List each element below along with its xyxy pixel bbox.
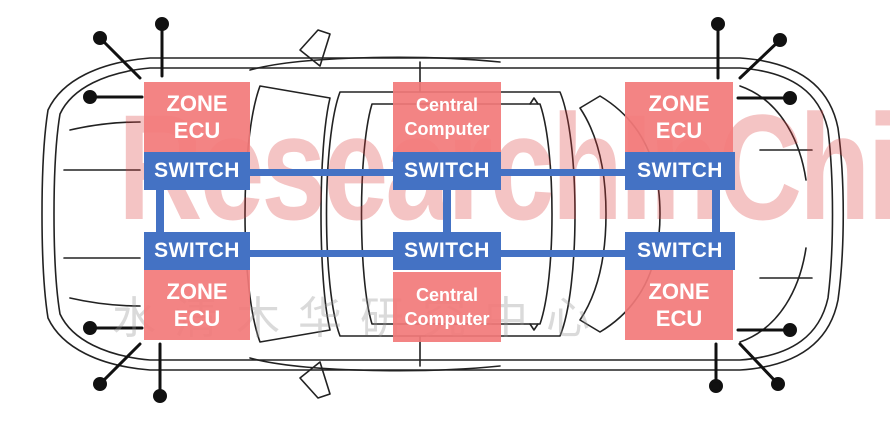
central-computer-top: Central Computer	[393, 82, 501, 152]
link-center-vertical	[443, 190, 451, 232]
switch-top-center: SWITCH	[393, 152, 501, 190]
switch-bottom-right: SWITCH	[625, 232, 735, 270]
right-mirror	[299, 361, 331, 399]
switch-bottom-left: SWITCH	[144, 232, 250, 270]
zone-ecu-front-right: ZONE ECU	[625, 82, 733, 152]
left-mirror	[299, 29, 331, 67]
roof	[325, 91, 576, 337]
link-right-vertical	[712, 176, 720, 240]
zone-ecu-rear-left: ZONE ECU	[144, 270, 250, 340]
switch-top-left: SWITCH	[144, 152, 250, 190]
car-body-inner	[53, 67, 834, 361]
link-left-vertical	[156, 190, 164, 232]
central-computer-bottom: Central Computer	[393, 272, 501, 342]
zone-ecu-front-left: ZONE ECU	[144, 82, 250, 152]
switch-top-right: SWITCH	[625, 152, 735, 190]
zone-ecu-rear-right: ZONE ECU	[625, 270, 733, 340]
switch-bottom-center: SWITCH	[393, 232, 501, 270]
